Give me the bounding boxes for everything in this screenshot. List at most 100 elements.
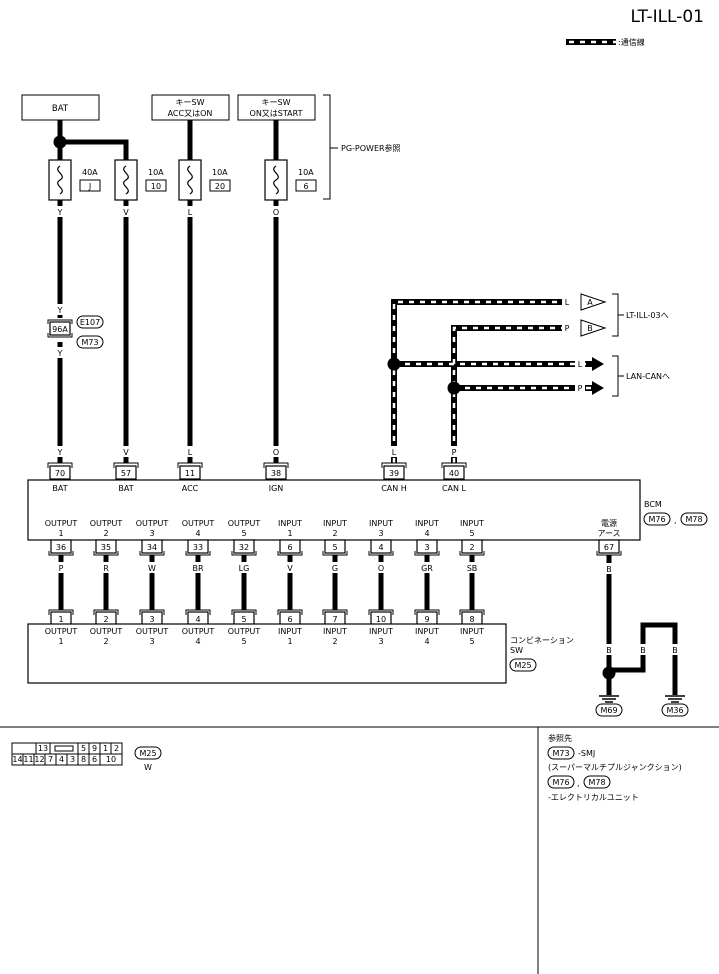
svg-text:11: 11 xyxy=(185,469,195,478)
bcm-unit: BAT BAT ACC IGN CAN H CAN L OUTPUT 1 OUT… xyxy=(27,479,641,541)
svg-text:INPUT: INPUT xyxy=(323,519,347,528)
lan-can-ref: LAN-CANへ xyxy=(626,372,670,381)
svg-text:P: P xyxy=(59,564,64,573)
power-wires xyxy=(57,120,279,463)
svg-text:14: 14 xyxy=(12,755,22,764)
svg-text:3: 3 xyxy=(149,637,154,646)
svg-text:3: 3 xyxy=(149,615,154,624)
svg-text:OUTPUT: OUTPUT xyxy=(90,627,123,636)
svg-text:5: 5 xyxy=(81,744,86,753)
svg-text:12: 12 xyxy=(34,755,44,764)
svg-text:P: P xyxy=(578,384,583,393)
svg-text:CAN L: CAN L xyxy=(442,484,467,493)
svg-text:L: L xyxy=(392,448,397,457)
svg-text:O: O xyxy=(273,448,279,457)
svg-text:36: 36 xyxy=(56,543,66,552)
svg-text:5: 5 xyxy=(241,529,246,538)
svg-text:3: 3 xyxy=(378,529,383,538)
svg-text:J: J xyxy=(88,182,91,191)
svg-text:Y: Y xyxy=(57,349,63,358)
svg-text:電源: 電源 xyxy=(601,519,617,528)
svg-text:LG: LG xyxy=(239,564,250,573)
ground-m69: M69 xyxy=(600,706,617,715)
svg-text:INPUT: INPUT xyxy=(415,519,439,528)
bat-splice xyxy=(53,135,67,149)
svg-text:INPUT: INPUT xyxy=(460,627,484,636)
svg-text:2: 2 xyxy=(469,543,474,552)
svg-text:O: O xyxy=(378,564,384,573)
ground-wire-labels: B B B B xyxy=(603,563,681,655)
svg-text:P: P xyxy=(452,448,457,457)
svg-text:4: 4 xyxy=(195,637,200,646)
svg-text:3: 3 xyxy=(378,637,383,646)
svg-text:20: 20 xyxy=(215,182,225,191)
bcm-bottom-pins: 36 35 34 33 32 6 5 4 3 2 67 xyxy=(48,539,622,556)
svg-text:O: O xyxy=(273,208,279,217)
lt-ill-03-ref: LT-ILL-03へ xyxy=(626,311,669,320)
svg-text:5: 5 xyxy=(241,637,246,646)
svg-text:INPUT: INPUT xyxy=(323,627,347,636)
svg-text:4: 4 xyxy=(195,615,200,624)
connector-face-m25: 13 5 9 1 2 14 11 12 7 4 3 8 6 10 M25 W xyxy=(11,742,162,772)
svg-text:BAT: BAT xyxy=(52,484,67,493)
svg-text:SW: SW xyxy=(510,646,523,655)
svg-text:1: 1 xyxy=(103,744,108,753)
svg-text:ACC: ACC xyxy=(182,484,199,493)
ign-label-1: キーSW xyxy=(262,98,291,107)
svg-text:6: 6 xyxy=(92,755,97,764)
svg-text:2: 2 xyxy=(103,637,108,646)
ground-m36: M36 xyxy=(666,706,683,715)
svg-text:13: 13 xyxy=(38,744,48,753)
svg-text:OUTPUT: OUTPUT xyxy=(228,519,261,528)
ref-m76: M76 xyxy=(552,778,569,787)
svg-text:10: 10 xyxy=(151,182,161,191)
svg-text:9: 9 xyxy=(424,615,429,624)
svg-text:,: , xyxy=(577,779,580,788)
svg-text:Y: Y xyxy=(57,208,63,217)
svg-text:39: 39 xyxy=(389,469,399,478)
fuse-10a-20: 10A 20 xyxy=(178,159,231,201)
svg-text:,: , xyxy=(674,516,677,525)
svg-text:4: 4 xyxy=(195,529,200,538)
svg-text:2: 2 xyxy=(103,615,108,624)
svg-text:9: 9 xyxy=(92,744,97,753)
face-color: W xyxy=(144,763,152,772)
can-lines xyxy=(387,299,592,463)
svg-text:3: 3 xyxy=(424,543,429,552)
svg-text:32: 32 xyxy=(239,543,249,552)
svg-text:70: 70 xyxy=(55,469,65,478)
svg-text:3: 3 xyxy=(70,755,75,764)
svg-text:L: L xyxy=(565,298,570,307)
face-conn-m25: M25 xyxy=(139,749,156,758)
svg-text:10A: 10A xyxy=(148,168,164,177)
svg-text:1: 1 xyxy=(287,637,292,646)
svg-text:V: V xyxy=(123,208,129,217)
svg-text:BR: BR xyxy=(192,564,203,573)
ign-label-2: ON又はSTART xyxy=(250,109,303,118)
svg-text:INPUT: INPUT xyxy=(278,519,302,528)
ground-wires xyxy=(606,555,678,695)
svg-text:40: 40 xyxy=(449,469,459,478)
reference-section: 参照先 M73 -SMJ (スーパーマルチプルジャンクション) M76 , M7… xyxy=(547,733,682,802)
combo-sw-unit: OUTPUT 1 OUTPUT 2 OUTPUT 3 OUTPUT 4 OUTP… xyxy=(27,623,507,684)
svg-text:6: 6 xyxy=(303,182,308,191)
svg-text:GR: GR xyxy=(421,564,433,573)
svg-text:BCM: BCM xyxy=(644,500,662,509)
svg-text:INPUT: INPUT xyxy=(415,627,439,636)
svg-text:6: 6 xyxy=(287,615,292,624)
comm-line-legend: :通信線 xyxy=(566,37,645,47)
svg-text:8: 8 xyxy=(81,755,86,764)
svg-text:B: B xyxy=(606,646,612,655)
svg-text:10A: 10A xyxy=(212,168,228,177)
bat-label: BAT xyxy=(52,104,69,114)
svg-text:67: 67 xyxy=(604,543,614,552)
svg-text:INPUT: INPUT xyxy=(278,627,302,636)
ref-m73-text: -SMJ xyxy=(578,749,595,758)
svg-text:Y: Y xyxy=(57,448,63,457)
fuse-10a-10: 10A 10 xyxy=(114,159,167,201)
svg-text:OUTPUT: OUTPUT xyxy=(136,627,169,636)
fuse-10a-6: 10A 6 xyxy=(264,159,317,201)
svg-text:40A: 40A xyxy=(82,168,98,177)
svg-text:1: 1 xyxy=(58,529,63,538)
